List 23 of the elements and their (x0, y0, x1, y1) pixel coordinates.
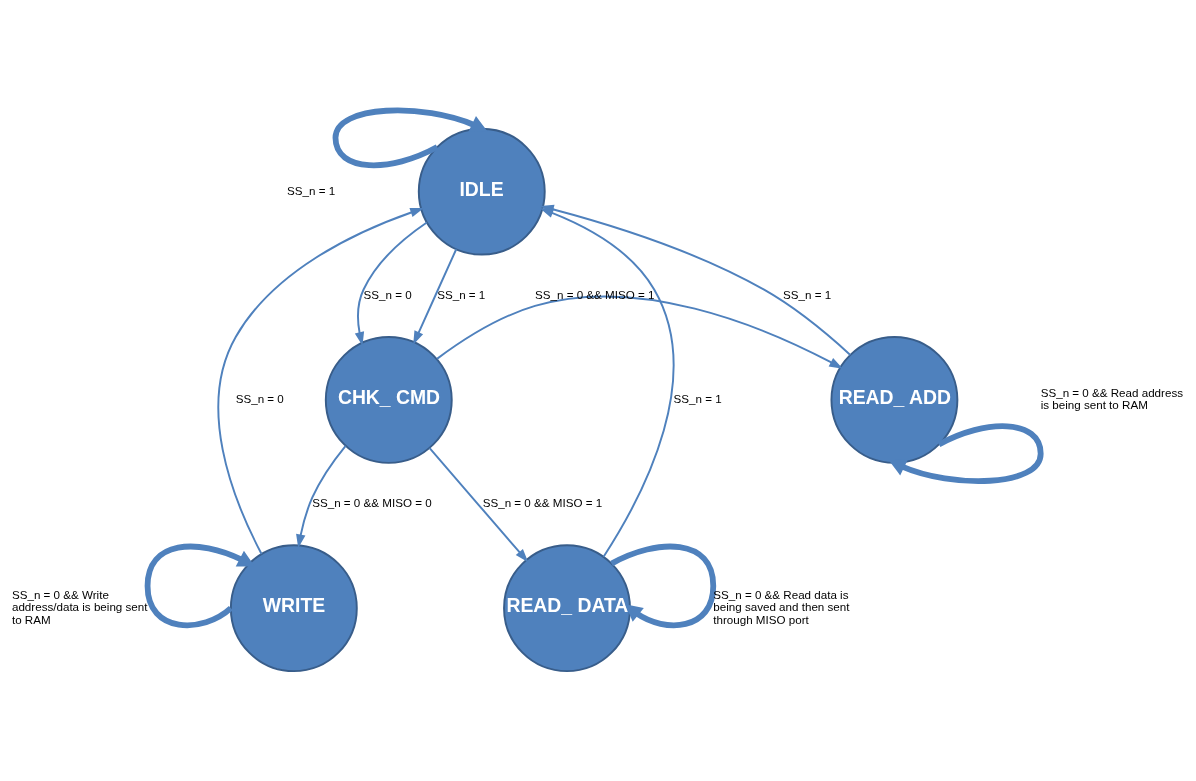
edge-label: SS_n = 0 && Write address/data is being sent to RAM (11, 587, 148, 626)
arrow (217, 208, 424, 555)
node-circle: READ_ DATA (503, 544, 631, 673)
arrow (144, 543, 255, 629)
edge-label: SS_n = 1 (783, 287, 832, 301)
node-circle: CHK_ CMD (324, 335, 453, 464)
edge-label: SS_n = 1 (673, 391, 722, 405)
arrow (436, 295, 843, 369)
node-circle: IDLE (417, 127, 546, 256)
edge-label: SS_n = 0 (235, 391, 284, 405)
edge-label: SS_n = 1 (437, 287, 486, 301)
node-circle: WRITE (229, 544, 358, 673)
arrow (428, 447, 529, 563)
arrow (296, 444, 347, 548)
edge-label: SS_n = 0 && MISO = 1 (482, 496, 603, 510)
edge-label: SS_n = 1 (287, 183, 336, 197)
edge-label: SS_n = 0 && Read address is being sent to RAM (1040, 385, 1183, 412)
arrow (332, 107, 488, 169)
arrow (888, 423, 1044, 484)
arrow (354, 221, 428, 346)
edge-label: SS_n = 0 (363, 287, 412, 301)
arrow (413, 248, 458, 345)
edge-label: SS_n = 0 && MISO = 0 (312, 496, 432, 510)
